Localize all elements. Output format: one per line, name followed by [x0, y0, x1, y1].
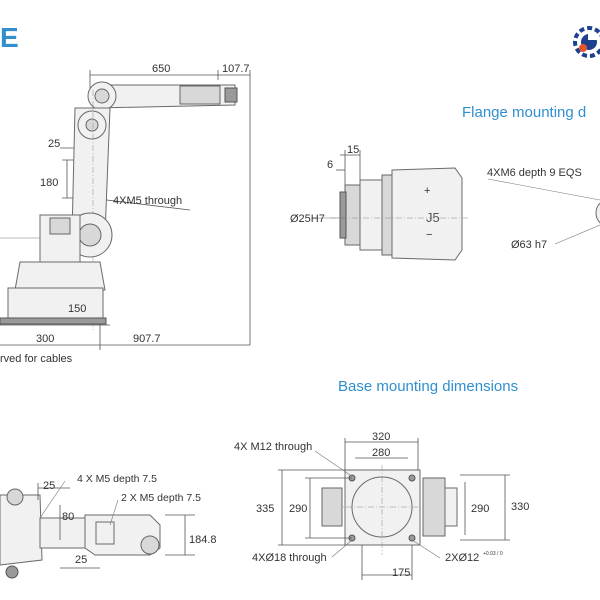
pin-tolerance: +0.03 / 0: [483, 551, 503, 557]
dim-330: 330: [511, 501, 529, 513]
dim-335: 335: [256, 503, 274, 515]
dim-280: 280: [372, 447, 390, 459]
brand-fragment: E: [0, 22, 19, 53]
dim-650: 650: [152, 63, 170, 75]
joint-label: J5: [426, 210, 440, 225]
base-heading: Base mounting dimensions: [338, 378, 518, 395]
wrist-m5-note-a: 4 X M5 depth 7.5: [77, 473, 157, 485]
wrist-dim-184-8: 184.8: [189, 534, 217, 546]
wrist-drawing: [0, 480, 195, 579]
dim-107-7: 107.7: [222, 63, 250, 75]
thread-label: 4XM6 depth 9 EQS: [487, 167, 582, 179]
dim-320: 320: [372, 431, 390, 443]
dim-180: 180: [40, 177, 58, 189]
flange-drawing: [315, 150, 600, 261]
wrist-dim-80: 80: [62, 511, 74, 523]
dim-290-right: 290: [471, 503, 489, 515]
dim-300: 300: [36, 333, 54, 345]
dim-15: 15: [347, 144, 359, 156]
pilot-label: Ø63 h7: [511, 239, 547, 251]
bore-label: Ø25H7: [290, 213, 325, 225]
pin-note: 2XØ12: [445, 552, 479, 564]
wrist-m5-note-b: 2 X M5 depth 7.5: [121, 492, 201, 504]
robot-side-view: [0, 70, 251, 350]
dim-175: 175: [392, 567, 410, 579]
minus-mark: −: [426, 229, 432, 241]
dim-907-7: 907.7: [133, 333, 161, 345]
dim-290-left: 290: [289, 503, 307, 515]
gear-robot-logo-icon: [573, 26, 600, 58]
wrist-dim-25-top: 25: [43, 480, 55, 492]
plus-mark: +: [424, 185, 430, 197]
flange-heading: Flange mounting d: [462, 104, 586, 121]
base-m12-note: 4X M12 through: [234, 441, 312, 453]
dim-150: 150: [68, 303, 86, 315]
wrist-dim-25-bottom: 25: [75, 554, 87, 566]
cable-note: rved for cables: [0, 353, 73, 365]
base-hole-18-note: 4XØ18 through: [252, 552, 327, 564]
dim-6: 6: [327, 159, 333, 171]
through-hole-note: 4XM5 through: [113, 195, 182, 207]
base-drawing: [278, 438, 510, 580]
dim-25-offset: 25: [48, 138, 60, 150]
